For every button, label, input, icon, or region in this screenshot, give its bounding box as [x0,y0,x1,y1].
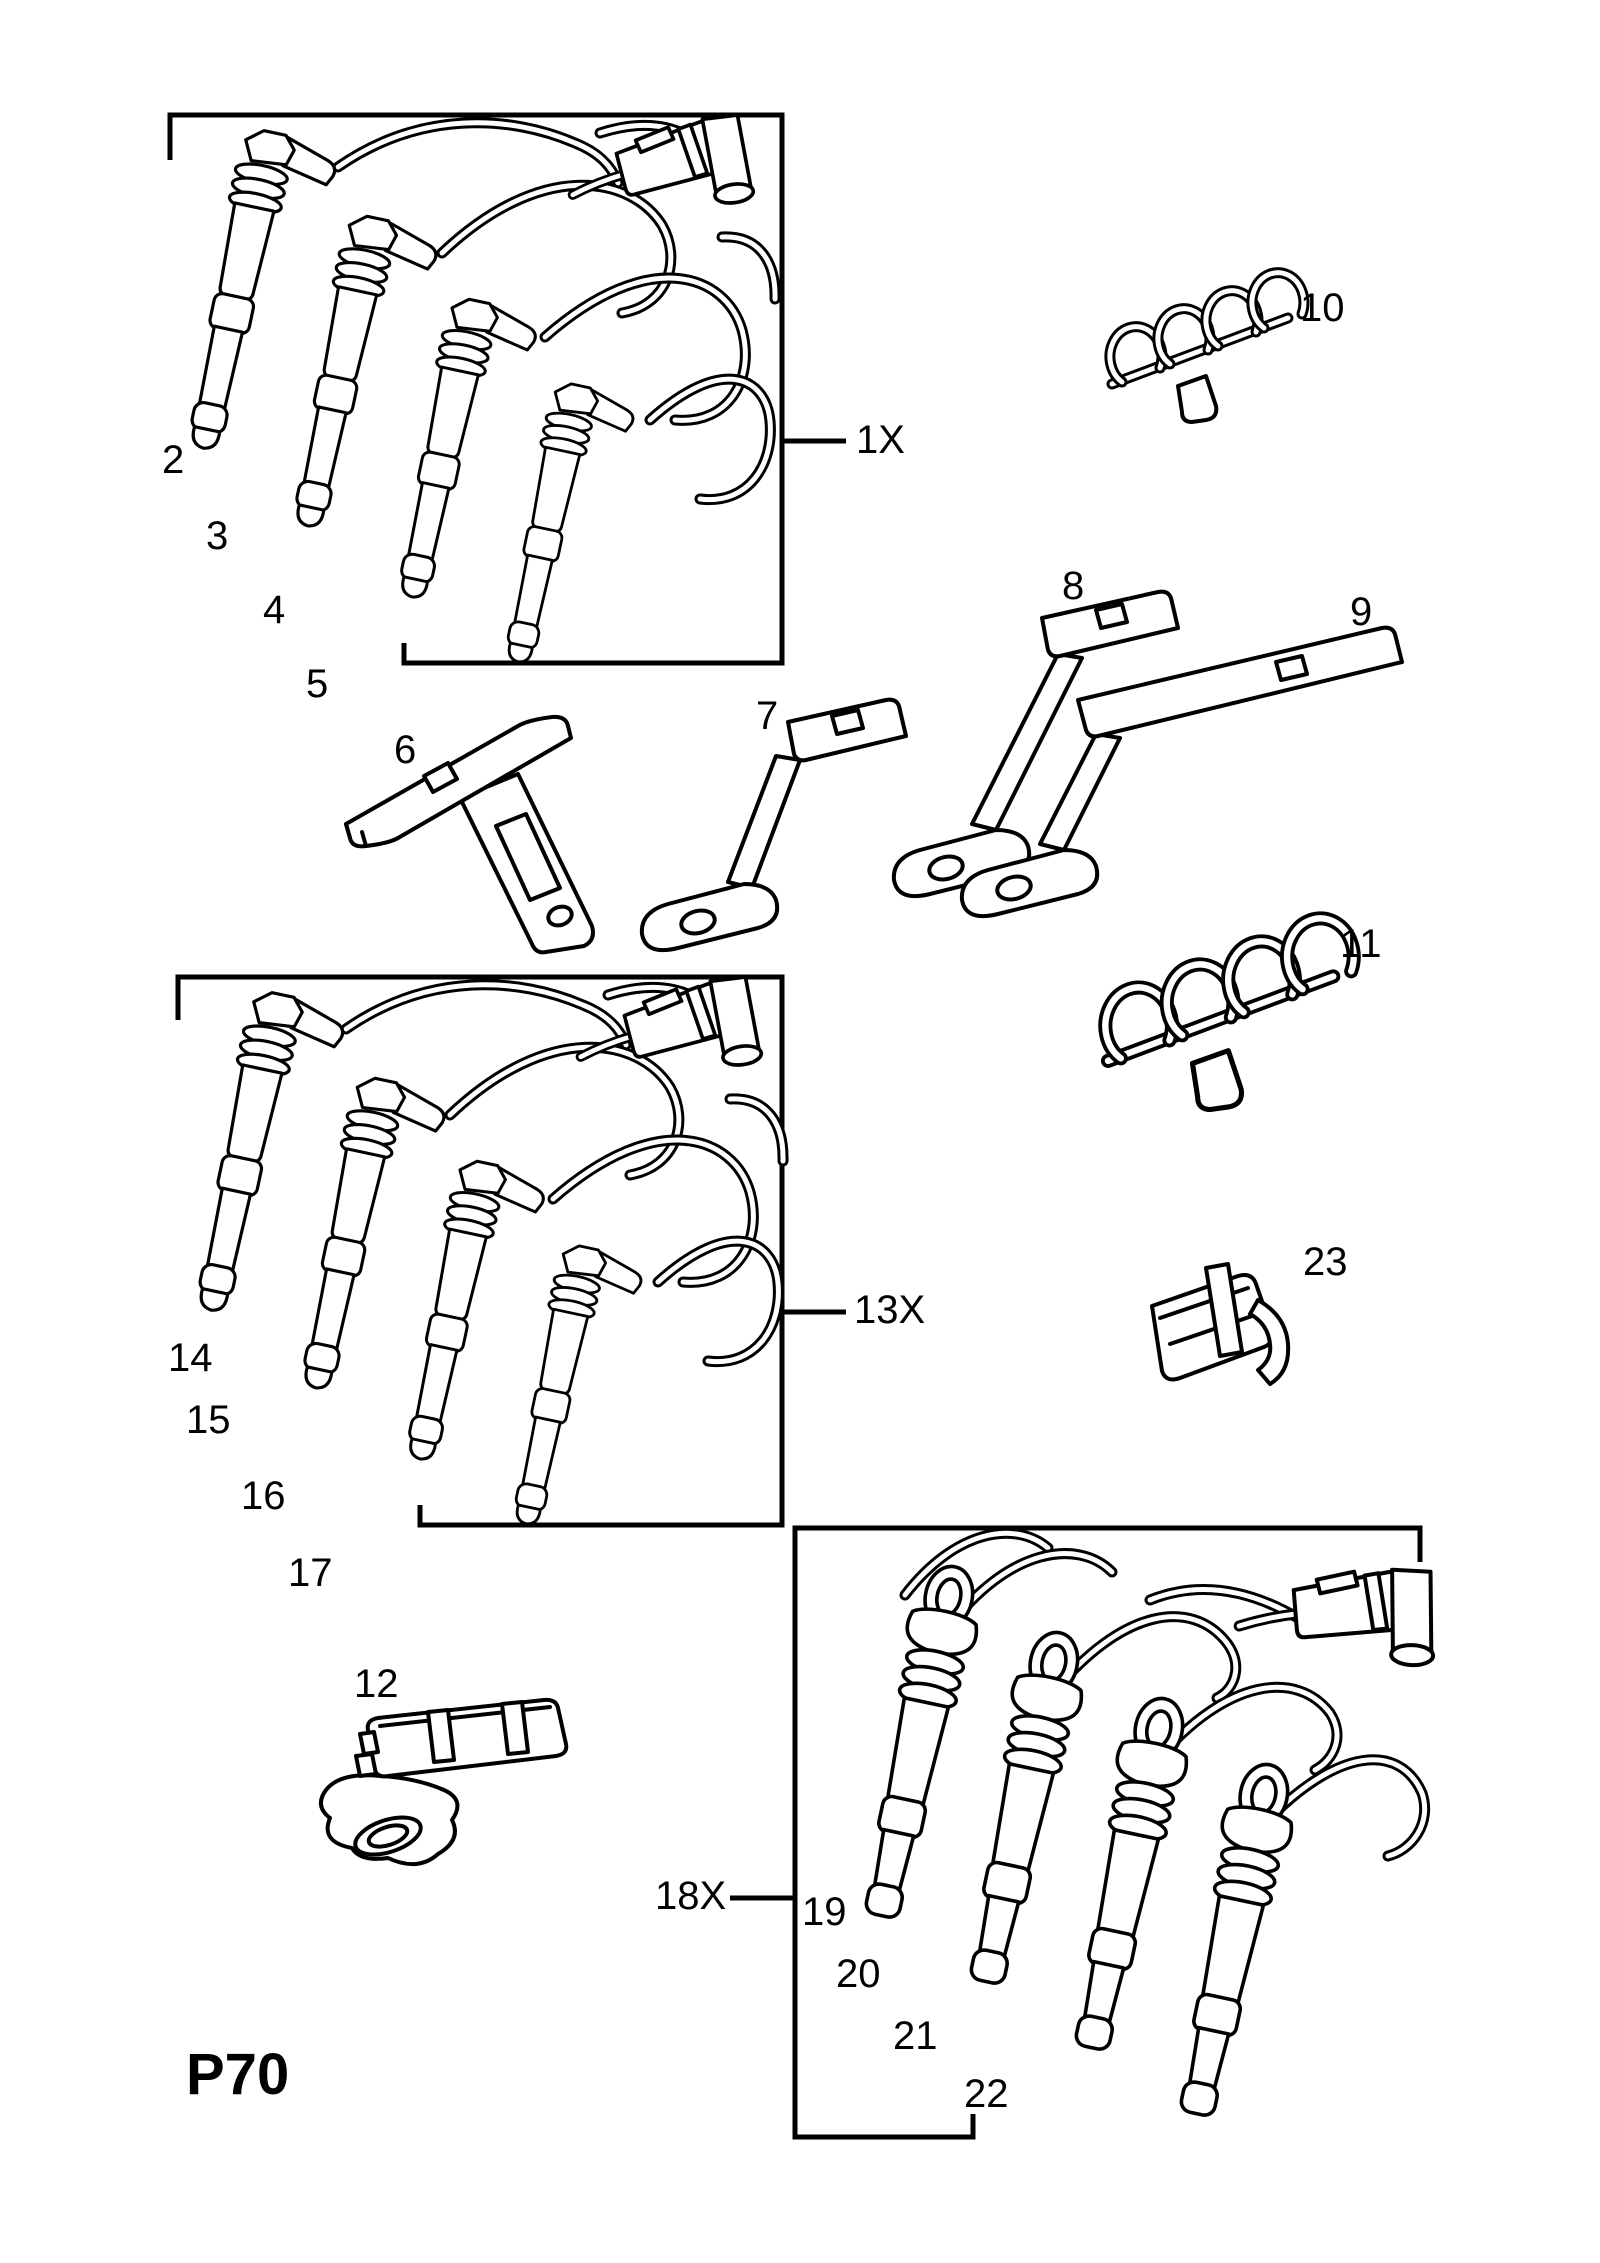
frame-coil-set-18 [730,1525,1423,2140]
callout-1x: 1X [856,418,905,462]
part-6-drawing [344,714,595,955]
part-label-20: 20 [836,1952,881,1996]
wire-set-13-drawing [185,970,783,1537]
frame-wire-set-1 [167,112,846,666]
part-label-6: 6 [394,728,417,772]
part-label-23: 23 [1303,1240,1348,1284]
part-label-22: 22 [964,2072,1009,2116]
part-label-7: 7 [756,694,779,738]
part-11-drawing [1105,918,1353,1109]
part-label-11: 11 [1340,922,1382,966]
part-label-16: 16 [241,1474,286,1518]
part-label-17: 17 [288,1551,333,1595]
part-label-5: 5 [306,662,329,706]
part-label-8: 8 [1062,564,1085,608]
part-8-drawing [891,589,1180,899]
part-9-drawing [959,625,1404,919]
part-label-19: 19 [802,1890,847,1934]
part-label-2: 2 [162,438,185,482]
part-label-21: 21 [893,2014,938,2058]
part-label-3: 3 [206,514,229,558]
part-12-drawing [318,1697,569,1866]
part-label-12: 12 [354,1662,399,1706]
frame-wire-set-13 [175,974,846,1528]
part-label-9: 9 [1350,590,1373,634]
part-label-15: 15 [186,1398,231,1442]
part-label-10: 10 [1300,286,1345,330]
part-23-drawing [1150,1262,1291,1386]
part-label-4: 4 [263,588,286,632]
callout-18x: 18X [655,1874,727,1918]
part-label-14: 14 [168,1336,213,1380]
part-10-drawing [1110,273,1304,422]
part-7-drawing [639,697,908,953]
page-code: P70 [186,2042,290,2107]
callout-13x: 13X [854,1288,926,1332]
